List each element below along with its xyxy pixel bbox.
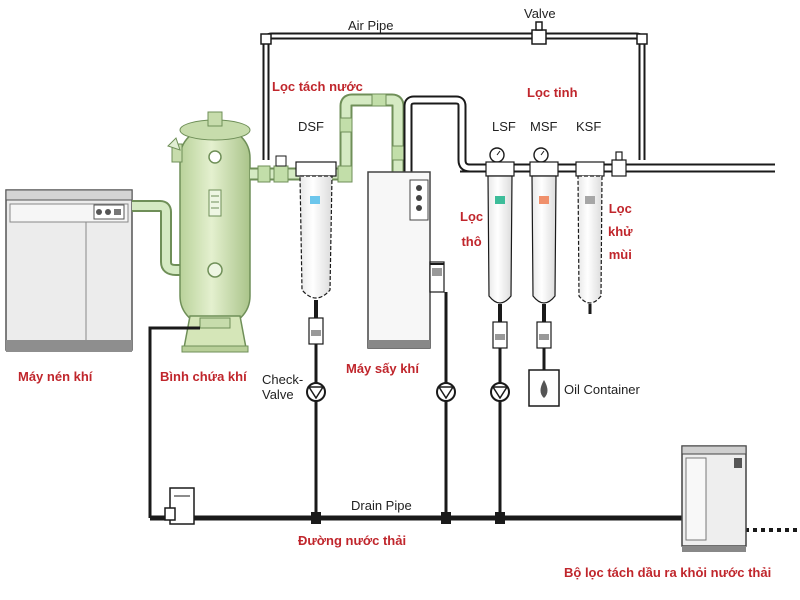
wastewater-line-label: Đường nước thải	[298, 533, 407, 548]
ksf-label: KSF	[576, 119, 602, 134]
coarse-filter-label-line-2: thô	[461, 233, 482, 249]
air-pipe-loop	[260, 32, 648, 160]
dryer-outlet-pipe	[403, 95, 486, 173]
compressor-label: Máy nén khí	[18, 369, 93, 384]
odor-filter-label-line-3: mùi	[608, 246, 632, 262]
msf-label: MSF	[530, 119, 558, 134]
outlet-valve-icon	[611, 151, 627, 177]
oil-container-label: Oil Container	[564, 382, 640, 397]
check-valve-icon	[490, 382, 510, 402]
oil-water-separator	[681, 445, 747, 552]
odor-filter-label: Lọc khử mùi	[608, 198, 633, 266]
compressor-outlet-pipe	[132, 200, 182, 276]
water-separator-filter-label: Lọc tách nước	[272, 79, 363, 94]
drain-trap	[164, 487, 195, 525]
lsf-label: LSF	[492, 119, 516, 134]
valve-label: Valve	[524, 6, 556, 21]
odor-filter-label-line-2: khử	[608, 223, 633, 239]
valve-icon	[531, 21, 547, 45]
dsf-label: DSF	[298, 119, 324, 134]
air-pipe-label: Air Pipe	[348, 18, 394, 33]
check-valve-icon	[436, 382, 456, 402]
receiver-tank-label: Bình chứa khí	[160, 369, 247, 384]
lsf-filter	[485, 147, 515, 349]
drain-lines	[148, 292, 800, 532]
odor-filter-label-line-1: Lọc	[608, 201, 632, 216]
ksf-filter	[575, 161, 605, 314]
air-compressor	[5, 189, 133, 352]
coarse-filter-label: Lọc thô	[460, 205, 483, 254]
coarse-filter-label-line-1: Lọc	[460, 209, 484, 224]
dryer-inlet-pipe	[332, 93, 405, 183]
dsf-filter	[295, 161, 337, 345]
dryer-label: Máy sấy khí	[346, 361, 419, 376]
oil-water-separator-label: Bộ lọc tách dầu ra khỏi nước thải	[564, 565, 772, 580]
drain-pipe-label: Drain Pipe	[351, 498, 412, 513]
tank-outlet-pipe	[250, 155, 300, 183]
check-valve-label: Check- Valve	[262, 372, 304, 403]
fine-filter-label: Lọc tinh	[527, 85, 578, 100]
air-dryer	[367, 171, 445, 349]
air-receiver-tank	[167, 111, 251, 353]
check-valve-icon	[306, 382, 326, 402]
oil-container	[528, 348, 560, 407]
msf-filter	[529, 147, 559, 349]
check-valve-label-line-1: Check-	[262, 372, 304, 387]
check-valve-label-line-2: Valve	[262, 386, 294, 402]
